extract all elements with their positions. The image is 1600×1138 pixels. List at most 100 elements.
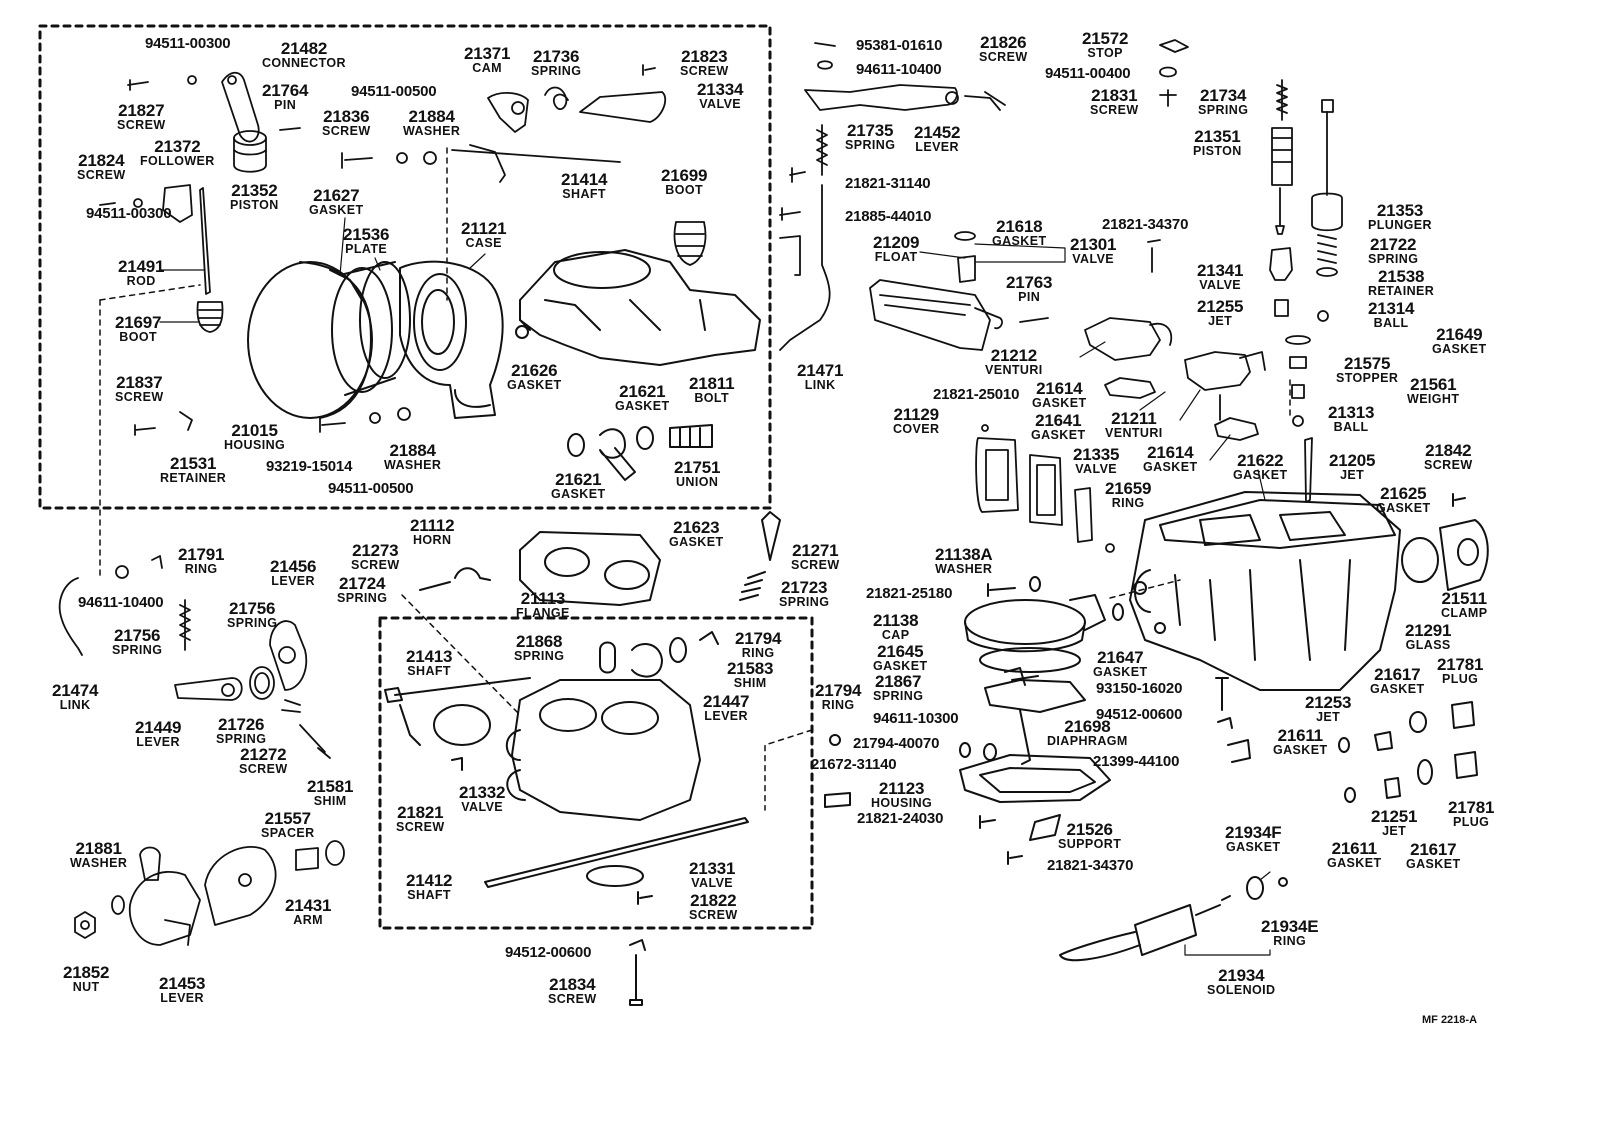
part-number: 21583 xyxy=(727,659,774,678)
part-name: DIAPHRAGM xyxy=(1047,734,1128,748)
part-name: COVER xyxy=(893,422,940,436)
part-code-21672-31140: 21672-31140 xyxy=(811,756,897,773)
part-name: RING xyxy=(1273,934,1307,948)
throttle-body xyxy=(384,511,781,1006)
part-number: 21531 xyxy=(169,454,217,473)
part-number: 21561 xyxy=(1410,375,1457,394)
part-name: GASKET xyxy=(1370,682,1425,696)
part-number: 21641 xyxy=(1035,411,1082,430)
part-number: 21811 xyxy=(689,374,735,393)
part-name: SPRING xyxy=(337,591,388,605)
choke-housing xyxy=(247,260,504,419)
sheet-code: MF 2218-A xyxy=(1422,1014,1478,1026)
part-number: 21212 xyxy=(990,346,1037,365)
part-number: 21205 xyxy=(1329,451,1376,470)
part-name: NUT xyxy=(72,980,100,994)
part-number: 21314 xyxy=(1368,299,1415,318)
part-number: 21614 xyxy=(1036,379,1083,398)
assembly-guides xyxy=(99,147,1291,811)
part-name: CONNECTOR xyxy=(262,56,346,70)
part-code-94611-10400: 94611-10400 xyxy=(856,61,942,78)
part-number: 21627 xyxy=(313,186,360,205)
part-number: 21852 xyxy=(63,963,110,982)
part-name: PLATE xyxy=(345,242,388,256)
part-number: 21138A xyxy=(935,545,993,564)
part-name: SHIM xyxy=(733,676,767,690)
part-number: 21301 xyxy=(1070,235,1117,254)
part-name: SPRING xyxy=(112,643,163,657)
part-number: 21934E xyxy=(1261,917,1319,936)
part-number: 21112 xyxy=(410,516,455,535)
part-name: WASHER xyxy=(70,856,128,870)
part-name: JET xyxy=(1208,314,1233,328)
part-number: 21836 xyxy=(323,107,370,126)
part-name: GASKET xyxy=(1225,840,1281,854)
part-number: 21414 xyxy=(561,170,608,189)
part-number: 21823 xyxy=(681,47,728,66)
part-number: 21781 xyxy=(1448,798,1495,817)
part-name: GASKET xyxy=(1032,396,1087,410)
part-name: BALL xyxy=(1373,316,1409,330)
part-number: 21868 xyxy=(516,632,563,651)
part-number: 21934 xyxy=(1218,966,1265,985)
part-number: 21736 xyxy=(533,47,580,66)
part-name: VENTURI xyxy=(985,363,1043,377)
part-number: 21724 xyxy=(339,574,386,593)
part-name: WEIGHT xyxy=(1407,392,1460,406)
part-name: SCREW xyxy=(1090,103,1139,117)
part-number: 21826 xyxy=(980,33,1027,52)
part-code-94611-10400: 94611-10400 xyxy=(78,594,164,611)
throttle-group-boundary xyxy=(378,616,814,930)
part-number: 21791 xyxy=(178,545,225,564)
part-number: 21471 xyxy=(797,361,844,380)
part-number: 21614 xyxy=(1147,443,1194,462)
part-number: 21881 xyxy=(75,839,122,858)
part-number: 21121 xyxy=(461,219,507,238)
part-name: SHAFT xyxy=(407,888,451,902)
part-number: 21827 xyxy=(118,101,165,120)
part-number: 21834 xyxy=(549,975,596,994)
part-name: VENTURI xyxy=(1105,426,1163,440)
part-code-21821-34370: 21821-34370 xyxy=(1047,857,1134,874)
part-code-93219-15014: 93219-15014 xyxy=(266,458,353,475)
part-name: SCREW xyxy=(239,762,288,776)
part-number: 21413 xyxy=(406,647,453,666)
part-name: SPRING xyxy=(1198,103,1249,117)
part-name: PIN xyxy=(274,98,297,112)
part-number: 21123 xyxy=(878,779,925,798)
part-number: 21255 xyxy=(1197,297,1244,316)
part-name: SPRING xyxy=(779,595,830,609)
